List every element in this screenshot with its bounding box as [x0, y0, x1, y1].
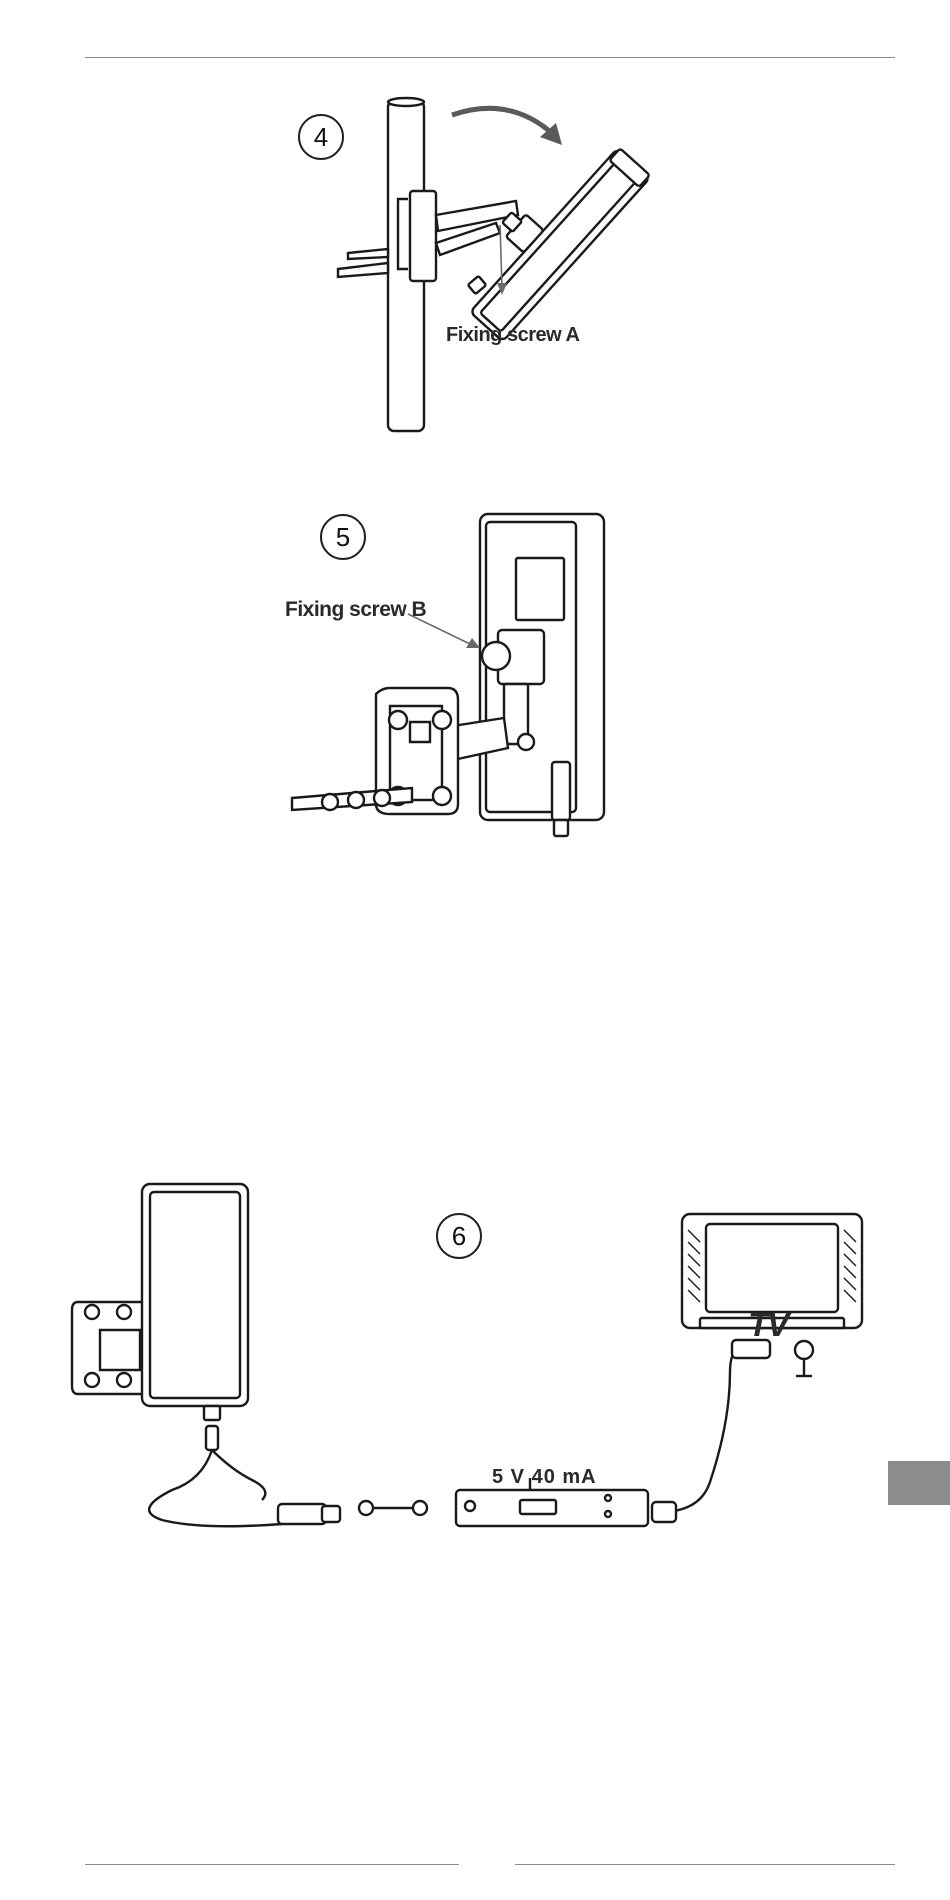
footer-rule-right — [515, 1864, 895, 1865]
step-4-illustration-mast-mount — [330, 95, 670, 435]
page-edge-tab — [888, 1461, 950, 1505]
step-6-illustration-connection — [60, 1180, 870, 1540]
power-supply-rating-label: 5 V 40 mA — [492, 1466, 597, 1489]
fixing-screw-a-label: Fixing screw A — [446, 324, 579, 347]
step-5-illustration-wall-mount — [290, 510, 630, 850]
header-rule — [85, 57, 895, 58]
footer-rule-left — [85, 1864, 459, 1865]
tv-screen-label: TV — [748, 1306, 787, 1345]
fixing-screw-b-label: Fixing screw B — [285, 598, 426, 622]
